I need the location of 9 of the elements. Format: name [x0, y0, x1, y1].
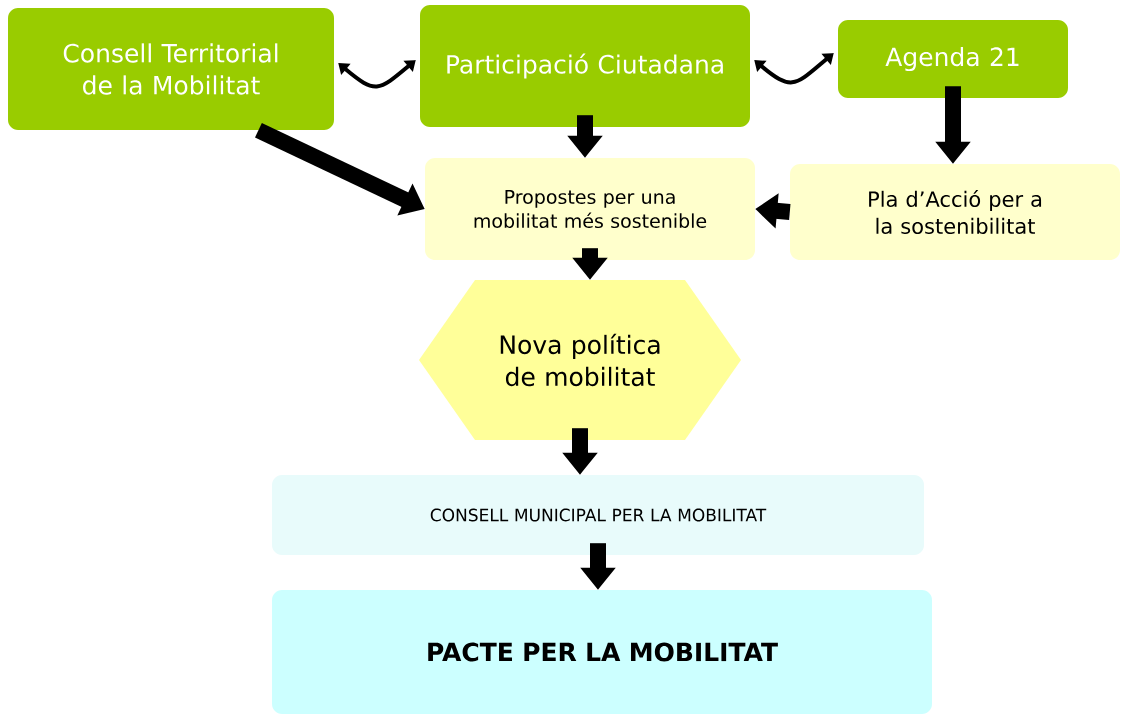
process-box: CONSELL MUNICIPAL PER LA MOBILITAT — [272, 475, 924, 555]
process-box: Consell Territorial de la Mobilitat — [8, 8, 334, 130]
process-box: Propostes per una mobilitat més sostenible — [425, 158, 755, 260]
process-box: Agenda 21 — [838, 20, 1068, 98]
cycle-arrow — [338, 60, 416, 89]
process-box: Pla d’Acció per a la sostenibilitat — [790, 164, 1120, 260]
cycle-arrow — [754, 53, 834, 85]
process-box: PACTE PER LA MOBILITAT — [272, 590, 932, 714]
process-box: Participació Ciutadana — [420, 5, 750, 127]
